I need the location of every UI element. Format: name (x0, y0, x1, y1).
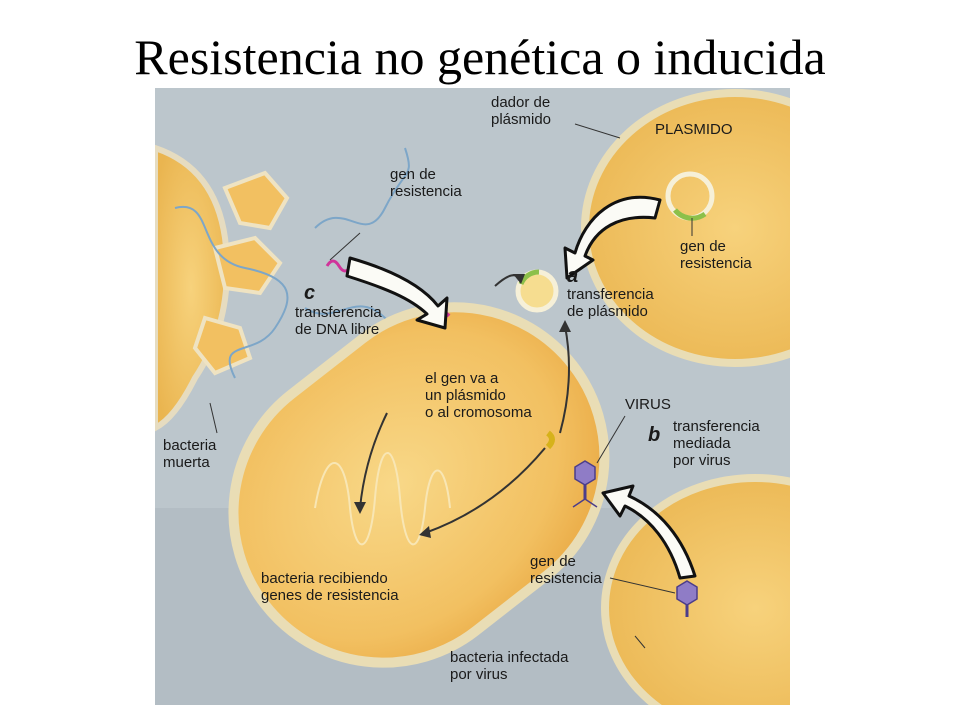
pointer-line (574, 123, 621, 139)
slide-title: Resistencia no genética o inducida (134, 29, 826, 85)
dead-bacterium-body (155, 144, 230, 432)
free-dna-strand (174, 205, 289, 379)
dna-transfer-arrow (345, 256, 449, 330)
virus-transfer-arrow (601, 484, 697, 580)
free-dna-strand (314, 147, 410, 229)
pointer-line (596, 415, 626, 464)
flow-arrow (359, 412, 388, 509)
dead-bacterium-fragment (212, 235, 283, 296)
flow-arrowhead (354, 502, 366, 514)
label-letter-c: c (304, 282, 316, 304)
dead-bacterium-fragment (222, 170, 290, 231)
flow-arrowhead (559, 320, 571, 332)
flow-arrowhead (513, 274, 525, 284)
label-letter-a: a (567, 265, 579, 287)
label-virus: VIRUS (625, 396, 671, 413)
pointer-line (329, 232, 361, 261)
plasmid-transfer-arrow (563, 195, 662, 280)
integrated-gene (545, 430, 555, 450)
label-letter-b: b (648, 424, 661, 446)
flow-arrow (424, 447, 546, 534)
receiving-bacterium (228, 302, 610, 668)
flow-arrowhead (419, 526, 431, 538)
donor-resistance-gene (673, 208, 707, 221)
pointer-line (209, 402, 218, 434)
virus-particle (572, 460, 598, 508)
receiving-plasmid-gene (518, 269, 540, 286)
pointer-line (634, 635, 646, 649)
flow-arrow (559, 325, 570, 434)
chromosome-loops (314, 452, 451, 546)
dead-bacterium-fragment (192, 315, 253, 376)
pointer-line (609, 577, 676, 594)
virus-particle (676, 580, 698, 617)
label-plasmid: PLASMIDO (655, 121, 733, 138)
figure-artwork (155, 88, 790, 705)
